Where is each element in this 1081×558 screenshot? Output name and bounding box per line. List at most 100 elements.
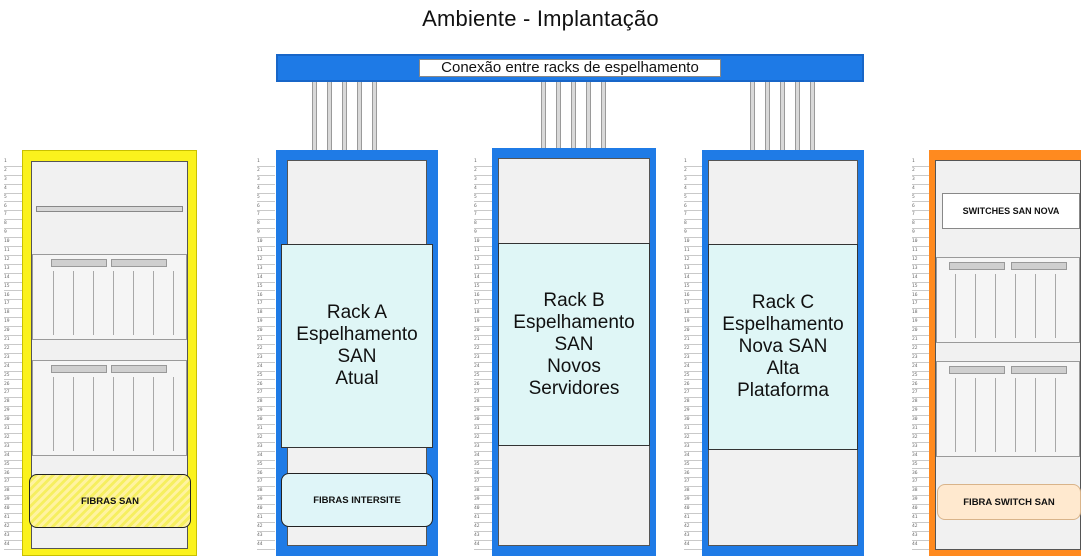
rack-unit-label: 40 [684, 505, 702, 514]
rack-unit-label: 15 [912, 283, 930, 292]
rack-unit-label: 28 [912, 398, 930, 408]
rack-right-san-nova: SWITCHES SAN NOVA FIBRA SWITCH SAN [929, 150, 1081, 556]
rack-unit-label: 11 [257, 247, 275, 256]
rack-unit-label: 21 [912, 336, 930, 345]
rack-unit-label: 39 [474, 496, 492, 506]
rack-unit-label: 2 [912, 167, 930, 176]
rack-unit-label: 9 [257, 229, 275, 239]
rack-unit-label: 35 [912, 461, 930, 470]
cable [795, 82, 800, 150]
rack-b-line: Espelhamento [513, 311, 635, 333]
rack-unit-label: 26 [474, 381, 492, 390]
rack-a-line: SAN [337, 346, 377, 367]
rack-unit-label: 34 [474, 452, 492, 461]
rack-unit-label: 1 [912, 158, 930, 167]
cable [765, 82, 770, 150]
rack-unit-label: 20 [912, 327, 930, 336]
rack-unit-label: 3 [912, 176, 930, 185]
slot [1035, 378, 1036, 452]
rack-unit-label: 44 [684, 541, 702, 550]
rack-unit-label: 35 [474, 461, 492, 470]
rack-unit-label: 17 [474, 300, 492, 310]
rack-unit-label: 16 [257, 292, 275, 301]
rack-unit-label: 7 [474, 211, 492, 221]
rack-left-san: FIBRAS SAN [22, 150, 197, 556]
rack-unit-label: 25 [4, 372, 22, 381]
rack-unit-label: 38 [912, 487, 930, 497]
rack-unit-label: 1 [684, 158, 702, 167]
server-bar [949, 366, 1005, 374]
server-bar [1011, 262, 1067, 270]
rack-unit-label: 32 [257, 434, 275, 443]
rack-unit-label: 14 [4, 274, 22, 283]
cable [357, 82, 362, 150]
rack-unit-label: 37 [912, 478, 930, 488]
rack-unit-label: 1 [474, 158, 492, 167]
rack-unit-label: 13 [912, 265, 930, 274]
slot [1055, 378, 1056, 452]
rack-b-line: Servidores [528, 377, 620, 399]
rack-unit-label: 33 [684, 443, 702, 452]
slot [73, 271, 74, 335]
rack-unit-label: 25 [684, 372, 702, 381]
slot [153, 377, 154, 451]
cable [541, 82, 546, 150]
rack-unit-label: 3 [4, 176, 22, 185]
slot [113, 377, 114, 451]
rack-unit-label: 2 [684, 167, 702, 176]
rack-unit-label: 22 [474, 345, 492, 354]
rack-b-line: Rack B [543, 289, 605, 311]
rack-c: Rack C Espelhamento Nova SAN Alta Plataf… [702, 150, 864, 556]
rack-unit-label: 38 [684, 487, 702, 497]
cable [372, 82, 377, 150]
rack-unit-label: 20 [684, 327, 702, 336]
rack-unit-label: 22 [4, 345, 22, 354]
rack-unit-label: 22 [257, 345, 275, 354]
rack-unit-label: 38 [4, 487, 22, 497]
cable [327, 82, 332, 150]
rack-unit-label: 42 [4, 523, 22, 532]
rack-unit-label: 17 [912, 300, 930, 310]
rack-unit-label: 4 [684, 185, 702, 194]
rack-unit-label: 9 [684, 229, 702, 239]
rack-unit-label: 27 [474, 389, 492, 399]
rack-unit-label: 44 [4, 541, 22, 550]
rack-unit-label: 41 [257, 514, 275, 523]
rack-unit-label: 4 [4, 185, 22, 194]
rack-unit-label: 10 [474, 238, 492, 247]
rack-a-mirror-zone: Rack A Espelhamento SAN Atual [281, 244, 433, 448]
server-bar [51, 259, 107, 267]
slot [173, 377, 174, 451]
rack-unit-label: 23 [912, 354, 930, 363]
rack-unit-label: 23 [474, 354, 492, 363]
rack-unit-label: 43 [912, 532, 930, 541]
rack-unit-label: 25 [912, 372, 930, 381]
rack-unit-label: 30 [4, 416, 22, 425]
rack-unit-label: 19 [912, 318, 930, 328]
rack-unit-label: 10 [257, 238, 275, 247]
rack-unit-label: 18 [4, 309, 22, 319]
rack-unit-label: 30 [684, 416, 702, 425]
rack-unit-label: 44 [474, 541, 492, 550]
rack-unit-label: 16 [474, 292, 492, 301]
rack-unit-label: 20 [257, 327, 275, 336]
rack-unit-label: 6 [474, 203, 492, 212]
rack-unit-label: 38 [257, 487, 275, 497]
rack-unit-label: 18 [684, 309, 702, 319]
rack-unit-label: 22 [912, 345, 930, 354]
slot [113, 271, 114, 335]
shelf [36, 206, 183, 212]
rack-unit-label: 12 [684, 256, 702, 265]
slot [93, 377, 94, 451]
rack-unit-label: 28 [684, 398, 702, 408]
rack-c-line: Nova SAN [738, 336, 828, 357]
rack-a-line: Espelhamento [296, 324, 418, 345]
rack-b-mirror-zone: Rack B Espelhamento SAN Novos Servidores [498, 243, 650, 446]
slot [955, 274, 956, 338]
rack-c-line: Espelhamento [722, 314, 844, 335]
rack-unit-label: 15 [474, 283, 492, 292]
rack-unit-label: 40 [4, 505, 22, 514]
